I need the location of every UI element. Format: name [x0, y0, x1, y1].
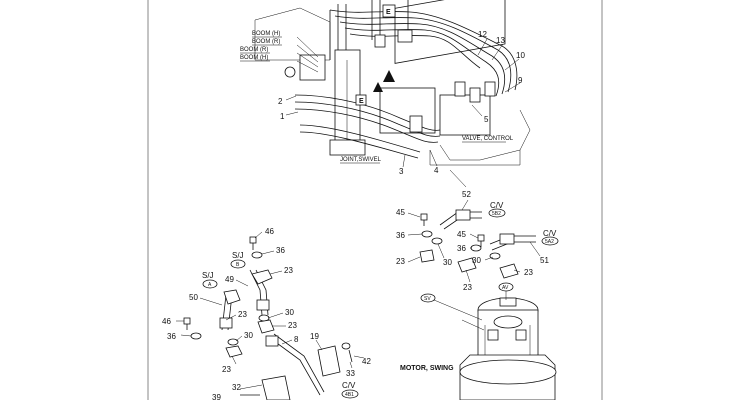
boom-h-label-1: BOOM (H) [252, 31, 280, 37]
part-number-45-a: 45 [396, 208, 405, 217]
tag-sv: SV [424, 296, 431, 302]
part-number-23-b: 23 [238, 310, 247, 319]
swing-motor-drawing [459, 297, 557, 400]
part-number-4: 4 [434, 166, 439, 175]
valve-control-label: VALVE, CONTROL [462, 136, 514, 142]
part-number-50: 50 [189, 293, 198, 302]
part-number-13: 13 [496, 36, 505, 45]
cv-tag-5b2: 5B2 [492, 211, 501, 217]
view-marker-e-1: E [386, 9, 391, 16]
right-assembly-drawing [407, 199, 559, 400]
cv-label-5b2: C/V [490, 201, 504, 210]
part-number-23-f: 23 [463, 283, 472, 292]
sj-label-b: S/J [232, 251, 244, 260]
sj-tag-a: A [208, 282, 212, 288]
part-number-32: 32 [232, 383, 241, 392]
part-number-5: 5 [484, 115, 489, 124]
part-number-1: 1 [280, 112, 285, 121]
part-number-12: 12 [478, 30, 487, 39]
part-number-23-e: 23 [396, 257, 405, 266]
part-number-30-c: 30 [443, 258, 452, 267]
part-number-23-g: 23 [524, 268, 533, 277]
motor-swing-label: MOTOR, SWING [400, 365, 454, 372]
left-assembly-drawing [176, 231, 365, 400]
part-number-30-d: 30 [472, 256, 481, 265]
top-assembly-drawing [254, 0, 531, 188]
cv-label-left: C/V [342, 381, 356, 390]
view-marker-e-2: E [359, 98, 364, 105]
part-number-36-b: 36 [457, 244, 466, 253]
part-number-49: 49 [225, 275, 234, 284]
joint-swivel-label: JOINT,SWIVEL [340, 157, 382, 163]
part-number-36-lower: 36 [167, 332, 176, 341]
part-number-30-b: 30 [244, 331, 253, 340]
cv-tag-4b1: 4B1 [345, 392, 354, 398]
boom-r-label-2: BOOM (R) [240, 47, 268, 53]
part-number-23-a: 23 [284, 266, 293, 275]
part-number-2: 2 [278, 97, 283, 106]
part-number-10: 10 [516, 51, 525, 60]
part-number-19: 19 [310, 332, 319, 341]
part-number-23-d: 23 [222, 365, 231, 374]
part-number-51: 51 [540, 256, 549, 265]
cv-tag-5a2: 5A2 [545, 239, 554, 245]
boom-r-label-1: BOOM (R) [252, 39, 280, 45]
part-number-42: 42 [362, 357, 371, 366]
part-number-39: 39 [212, 393, 221, 400]
part-number-45-b: 45 [457, 230, 466, 239]
sj-tag-b: B [236, 262, 240, 268]
part-number-23-c: 23 [288, 321, 297, 330]
part-number-9: 9 [518, 76, 523, 85]
tag-av: AV [502, 285, 509, 291]
part-number-46-upper: 46 [265, 227, 274, 236]
cv-label-5a2: C/V [543, 229, 557, 238]
part-number-30-a: 30 [285, 308, 294, 317]
part-number-52: 52 [462, 190, 471, 199]
part-number-46-lower: 46 [162, 317, 171, 326]
sj-label-a: S/J [202, 271, 214, 280]
part-number-33: 33 [346, 369, 355, 378]
part-number-36-a: 36 [396, 231, 405, 240]
part-number-36-upper: 36 [276, 246, 285, 255]
part-number-3: 3 [399, 167, 404, 176]
part-number-8: 8 [294, 335, 299, 344]
boom-h-label-2: BOOM (H) [240, 55, 268, 61]
